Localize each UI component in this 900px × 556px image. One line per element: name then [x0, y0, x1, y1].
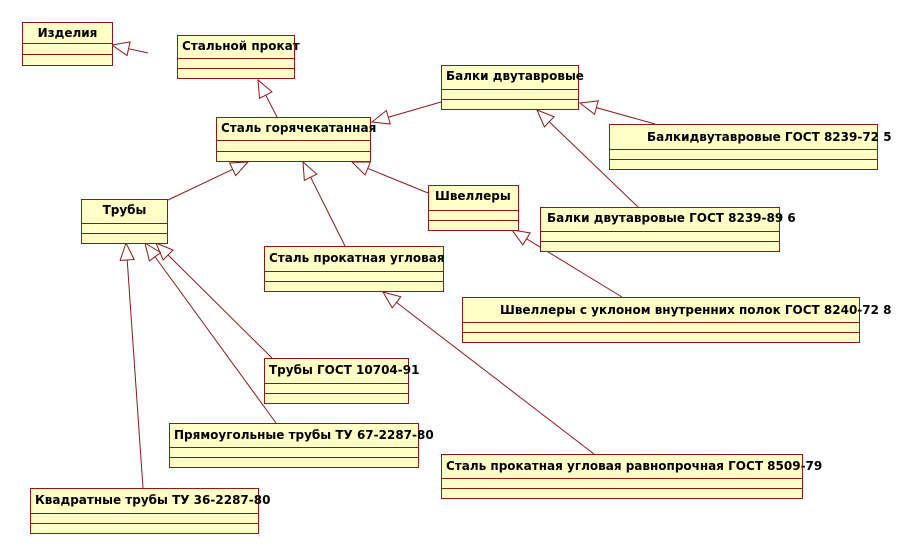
generalization-arrowhead [302, 160, 318, 182]
generalization-line [367, 167, 429, 194]
generalization-line [388, 101, 442, 118]
class-attributes [429, 210, 518, 220]
class-attributes [265, 271, 443, 281]
generalization-truby-gost-10704-91-to-truby [155, 242, 273, 359]
class-stal-prokatnaya-uglovaya[interactable]: Сталь прокатная угловая [264, 246, 445, 292]
class-operations [265, 281, 443, 291]
class-operations [170, 457, 418, 467]
class-operations [442, 488, 802, 498]
generalization-line [548, 121, 639, 208]
class-shvellery[interactable]: Швеллеры [428, 185, 519, 231]
generalization-pryamougolnye-truby-to-truby [144, 241, 277, 424]
generalization-arrowhead [370, 109, 391, 125]
class-attributes [265, 383, 408, 393]
generalization-kvadratnye-truby-to-truby [119, 241, 144, 489]
class-operations [463, 332, 859, 342]
generalization-arrowhead [257, 78, 273, 100]
generalization-line [154, 256, 277, 424]
class-operations [217, 151, 370, 161]
class-name: Изделия [37, 26, 98, 40]
generalization-arrowhead [350, 161, 372, 176]
class-izdeliya[interactable]: Изделия [22, 22, 113, 66]
generalization-balki-gost-8239-72-to-balki-dvutavrovye [578, 100, 656, 125]
generalization-stalnoy-prokat-to-izdeliya [110, 41, 149, 57]
class-attributes [82, 223, 167, 233]
class-name: Балки двутавровые [446, 69, 584, 83]
generalization-line [128, 48, 149, 54]
class-kvadratnye-truby[interactable]: Квадратные трубы ТУ 36-2287-80 [30, 488, 271, 534]
class-operations [442, 99, 578, 109]
class-name: Трубы [102, 203, 147, 217]
class-operations [429, 220, 518, 230]
class-name: Балкидвутавровые ГОСТ 8239-72 5 [647, 130, 892, 144]
class-operations [610, 159, 877, 169]
generalization-arrowhead [119, 241, 135, 261]
generalization-arrowhead [578, 100, 599, 116]
class-shvellery-gost-8240-72[interactable]: Швеллеры с уклоном внутренних полок ГОСТ… [462, 297, 892, 343]
generalization-stal-uglovaya-ravnoprochnaya-to-stal-prokatnaya-uglovaya [381, 291, 595, 455]
class-name: Сталь прокатная угловая [269, 251, 445, 265]
class-attributes [23, 43, 112, 54]
class-attributes [170, 447, 418, 457]
class-name: Квадратные трубы ТУ 36-2287-80 [35, 493, 271, 507]
class-attributes [31, 513, 258, 523]
class-attributes [442, 89, 578, 99]
class-stalnoy-prokat[interactable]: Стальной прокат [177, 35, 300, 79]
class-stal-uglovaya-ravnoprochnaya[interactable]: Сталь прокатная угловая равнопрочная ГОС… [441, 454, 823, 499]
class-balki-gost-8239-89[interactable]: Балки двутавровые ГОСТ 8239-89 6 [540, 207, 796, 252]
class-attributes [178, 58, 294, 68]
class-name: Сталь прокатная угловая равнопрочная ГОС… [446, 459, 823, 473]
class-truby-gost-10704-91[interactable]: Трубы ГОСТ 10704-91 [264, 358, 420, 404]
class-operations [541, 241, 779, 251]
class-operations [82, 233, 167, 243]
generalization-line [167, 254, 273, 359]
generalization-line [167, 168, 233, 201]
class-attributes [541, 231, 779, 241]
class-attributes [217, 140, 370, 151]
generalization-arrowhead [110, 41, 131, 57]
generalization-balki-gost-8239-89-to-balki-dvutavrovye [536, 109, 639, 208]
class-operations [31, 523, 258, 533]
generalization-arrowhead [144, 241, 162, 262]
generalization-line [310, 176, 346, 247]
generalization-line [126, 259, 144, 489]
class-attributes [610, 149, 877, 159]
class-attributes [463, 322, 859, 332]
class-operations [265, 393, 408, 403]
generalization-arrowhead [228, 161, 250, 177]
class-name: Швеллеры [435, 189, 511, 203]
class-name: Стальной прокат [182, 39, 300, 53]
generalization-stal-prokatnaya-uglovaya-to-stal-goryachekatannaya [302, 160, 346, 247]
generalization-shvellery-to-stal-goryachekatannaya [350, 161, 429, 194]
class-stal-goryachekatannaya[interactable]: Сталь горячекатанная [216, 117, 377, 162]
generalization-arrowhead [536, 109, 555, 128]
generalization-arrowhead [510, 229, 531, 246]
class-name: Швеллеры с уклоном внутренних полок ГОСТ… [500, 303, 892, 317]
class-operations [178, 68, 294, 78]
class-pryamougolnye-truby[interactable]: Прямоугольные трубы ТУ 67-2287-80 [169, 423, 434, 468]
class-attributes [442, 478, 802, 488]
generalization-line [396, 301, 595, 455]
generalization-truby-to-stal-goryachekatannaya [167, 161, 250, 201]
class-name: Прямоугольные трубы ТУ 67-2287-80 [174, 428, 434, 442]
class-operations [23, 54, 112, 65]
class-balki-gost-8239-72[interactable]: Балкидвутавровые ГОСТ 8239-72 5 [609, 124, 892, 170]
generalization-stal-goryachekatannaya-to-stalnoy-prokat [257, 78, 278, 118]
generalization-line [596, 107, 656, 125]
class-name: Балки двутавровые ГОСТ 8239-89 6 [547, 211, 796, 225]
generalization-arrowhead [381, 291, 402, 309]
class-name: Трубы ГОСТ 10704-91 [269, 363, 420, 377]
class-truby[interactable]: Трубы [81, 199, 168, 244]
class-balki-dvutavrovye[interactable]: Балки двутавровые [441, 65, 584, 110]
generalization-balki-dvutavrovye-to-stal-goryachekatannaya [370, 101, 442, 125]
generalization-line [265, 94, 278, 118]
class-name: Сталь горячекатанная [221, 121, 377, 135]
